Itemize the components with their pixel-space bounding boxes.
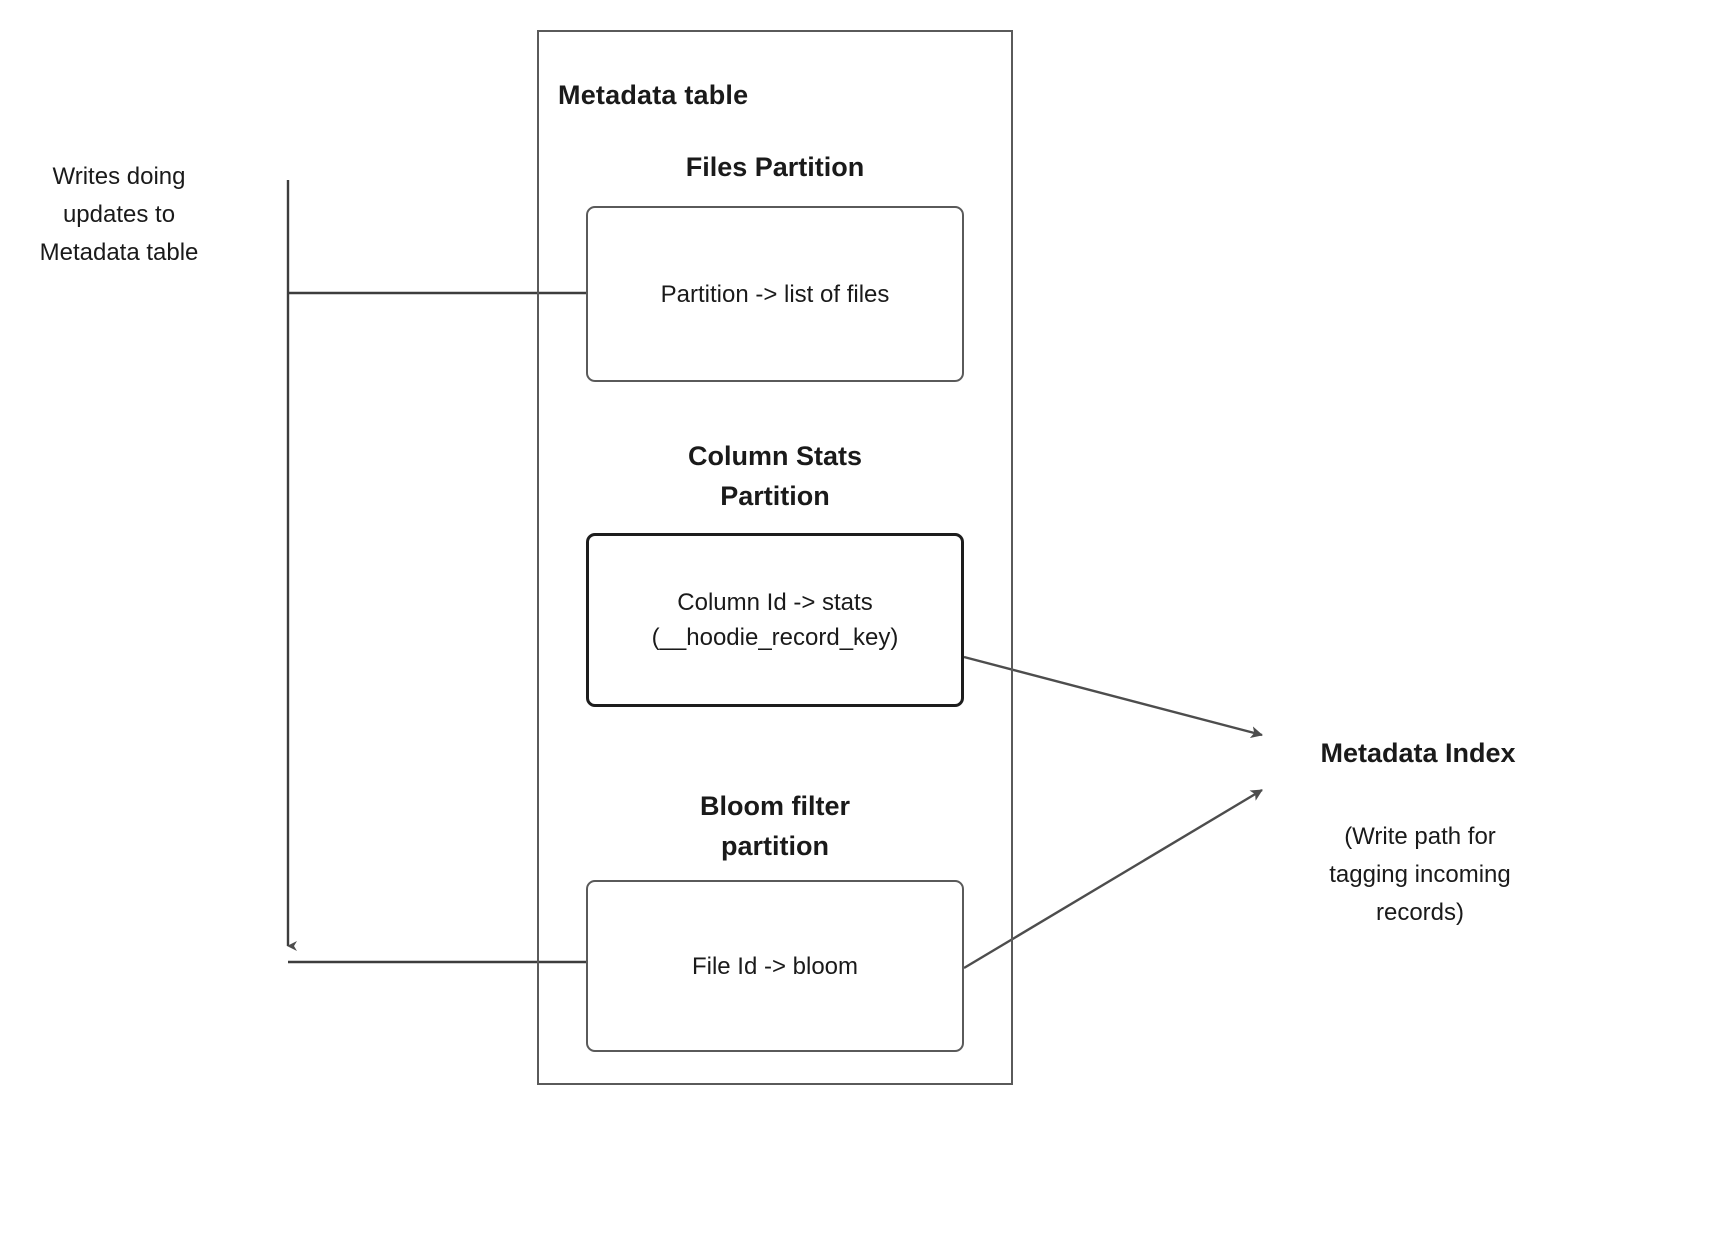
bloom-filter-partition-heading-line-1: Bloom filter	[699, 791, 850, 821]
bloom-filter-partition-heading-line-2: partition	[721, 831, 829, 861]
column-stats-partition-box-line-2: (__hoodie_record_key)	[651, 624, 899, 651]
files-partition-box-line-1: Partition -> list of files	[660, 280, 890, 308]
writes-source-label: Writes doing updates to Metadata table	[14, 158, 224, 272]
writes-source-label-line-1: Writes doing	[52, 163, 186, 190]
metadata-index-caption-line-3: records)	[1375, 899, 1465, 926]
metadata-table-title: Metadata table	[558, 80, 749, 110]
files-partition-box: Partition -> list of files	[586, 206, 964, 382]
column-stats-partition-box-line-1: Column Id -> stats	[677, 589, 873, 616]
bloom-filter-partition-heading: Bloom filter partition	[585, 786, 965, 866]
bloom-filter-partition-box: File Id -> bloom	[586, 880, 964, 1052]
bloom-filter-partition-box-line-1: File Id -> bloom	[691, 952, 859, 980]
metadata-index-caption: (Write path for tagging incoming records…	[1300, 818, 1540, 932]
files-partition-heading: Files Partition	[585, 147, 965, 187]
column-stats-partition-box: Column Id -> stats (__hoodie_record_key)	[586, 533, 964, 707]
column-stats-partition-heading-line-1: Column Stats	[687, 441, 862, 471]
metadata-index-caption-line-2: tagging incoming	[1329, 861, 1511, 888]
files-partition-heading-line-1: Files Partition	[685, 152, 865, 182]
column-stats-partition-heading-line-2: Partition	[720, 481, 830, 511]
metadata-index-title: Metadata Index	[1320, 738, 1516, 768]
metadata-table-container	[537, 30, 1013, 1085]
column-stats-partition-heading: Column Stats Partition	[585, 436, 965, 516]
writes-source-label-line-3: Metadata table	[39, 239, 199, 266]
metadata-index-caption-line-1: (Write path for	[1344, 823, 1496, 850]
writes-source-label-line-2: updates to	[62, 201, 176, 228]
